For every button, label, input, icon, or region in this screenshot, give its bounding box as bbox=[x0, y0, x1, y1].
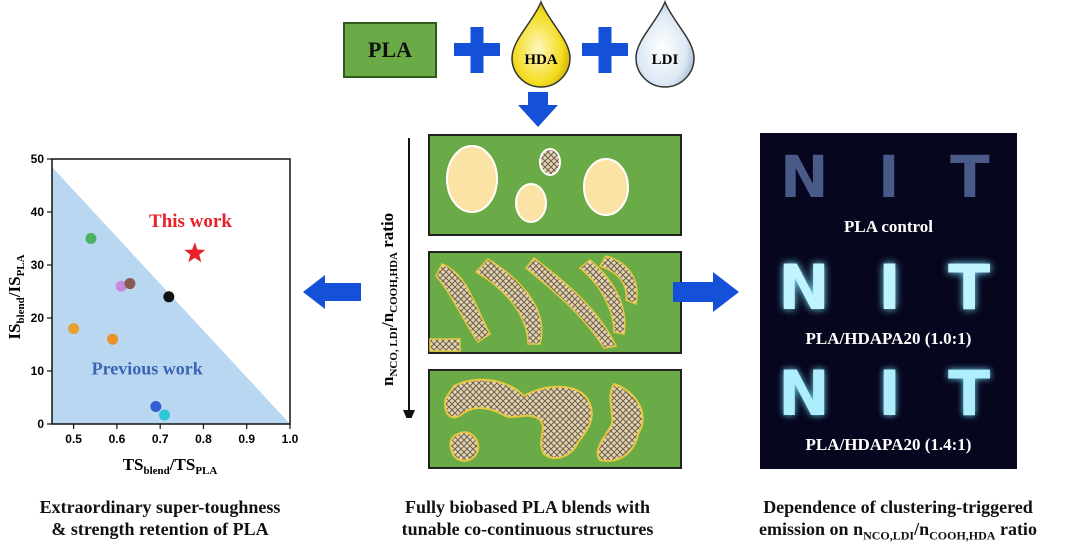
caption-middle: Fully biobased PLA blends with tunable c… bbox=[355, 496, 700, 540]
data-point-previous bbox=[68, 323, 80, 335]
chart-svg: ISblend/ISPLA TSblend/TSPLA 0.5 0.6 0.7 0.8… bbox=[5, 152, 299, 477]
reagents-graphic: HDA LDI bbox=[454, 0, 695, 127]
data-point-previous bbox=[159, 409, 171, 421]
emission-photo: N I T PLA control N I T PLA/HDAPA20 (1.0… bbox=[760, 133, 1017, 469]
plus-icon-2 bbox=[582, 27, 628, 73]
letter-i: I bbox=[878, 143, 900, 211]
previous-work-region bbox=[52, 166, 290, 424]
right-arrow-icon bbox=[673, 272, 739, 312]
caption-left-line2: & strength retention of PLA bbox=[51, 519, 269, 539]
data-point-previous bbox=[124, 278, 136, 290]
hda-drop-icon: HDA bbox=[511, 0, 571, 88]
x-tick-label: 0.7 bbox=[152, 432, 169, 446]
ratio-axis-arrowhead bbox=[403, 410, 415, 418]
data-point-previous bbox=[107, 333, 119, 345]
caption-right-line2: emission on nNCO,LDI/nCOOH,HDA ratio bbox=[759, 519, 1037, 543]
morphology-panel-sea-island bbox=[428, 134, 682, 236]
down-arrow-icon bbox=[518, 92, 558, 127]
letters-row-1-0: N I T bbox=[760, 251, 1017, 324]
plus-icon-1 bbox=[454, 27, 500, 73]
letter-t: T bbox=[948, 251, 991, 324]
data-point-previous bbox=[150, 401, 162, 413]
ldi-label: LDI bbox=[652, 52, 679, 68]
caption-left: Extraordinary super-toughness & strength… bbox=[0, 496, 320, 540]
letter-i: I bbox=[878, 357, 902, 430]
data-point-this-work-star bbox=[184, 242, 206, 263]
letter-n: N bbox=[778, 357, 830, 430]
y-tick-label: 30 bbox=[31, 258, 45, 272]
morphology-panels bbox=[428, 134, 682, 469]
ratio-axis-label: nNCO, LDI/nCOOH,HDA ratio bbox=[378, 213, 400, 386]
data-point-previous bbox=[163, 291, 175, 303]
annotation-previous-work: Previous work bbox=[92, 359, 203, 379]
letter-n: N bbox=[780, 143, 829, 211]
ldi-drop-icon: LDI bbox=[635, 0, 695, 88]
letter-n: N bbox=[778, 251, 830, 324]
letter-t: T bbox=[948, 357, 991, 430]
y-tick-label: 50 bbox=[31, 152, 45, 166]
x-tick-label: 0.6 bbox=[109, 432, 126, 446]
chart-xlabel: TSblend/TSPLA bbox=[123, 455, 218, 475]
pla-label: PLA bbox=[368, 37, 412, 62]
chart-ylabel: ISblend/ISPLA bbox=[5, 254, 27, 339]
pla-box: PLA bbox=[343, 22, 437, 78]
letter-i: I bbox=[878, 251, 902, 324]
x-tick-label: 0.9 bbox=[238, 432, 255, 446]
y-tick-label: 10 bbox=[31, 364, 45, 378]
plot-frame bbox=[51, 158, 291, 425]
morphology-panel-elongated bbox=[428, 251, 682, 354]
y-tick-label: 40 bbox=[31, 205, 45, 219]
letter-t: T bbox=[950, 143, 990, 211]
morphology-panel-co-continuous bbox=[428, 369, 682, 469]
label-ratio-1-4: PLA/HDAPA20 (1.4:1) bbox=[805, 435, 972, 454]
x-tick-label: 1.0 bbox=[282, 432, 299, 446]
left-arrow-icon bbox=[303, 275, 361, 309]
y-tick-label: 20 bbox=[31, 311, 45, 325]
annotation-this-work: This work bbox=[149, 211, 232, 232]
hda-label: HDA bbox=[524, 52, 558, 68]
x-tick-label: 0.5 bbox=[65, 432, 82, 446]
data-point-previous bbox=[85, 233, 97, 244]
caption-right: Dependence of clustering-triggered emiss… bbox=[716, 496, 1080, 547]
letters-row-1-4: N I T bbox=[760, 357, 1017, 430]
data-point-previous bbox=[115, 280, 127, 292]
tensile-impact-chart: ISblend/ISPLA TSblend/TSPLA 0.5 0.6 0.7 0.8… bbox=[0, 145, 305, 477]
x-tick-label: 0.8 bbox=[195, 432, 212, 446]
caption-right-line1: Dependence of clustering-triggered bbox=[763, 497, 1033, 517]
label-pla-control: PLA control bbox=[844, 217, 933, 236]
letters-row-control: N I T bbox=[760, 143, 1017, 211]
caption-middle-line2: tunable co-continuous structures bbox=[401, 519, 654, 539]
ratio-axis: nNCO, LDI/nCOOH,HDA ratio bbox=[378, 138, 415, 418]
label-ratio-1-0: PLA/HDAPA20 (1.0:1) bbox=[805, 329, 972, 348]
caption-left-line1: Extraordinary super-toughness bbox=[39, 497, 281, 517]
caption-middle-line1: Fully biobased PLA blends with bbox=[404, 497, 651, 517]
y-tick-label: 0 bbox=[37, 417, 44, 431]
